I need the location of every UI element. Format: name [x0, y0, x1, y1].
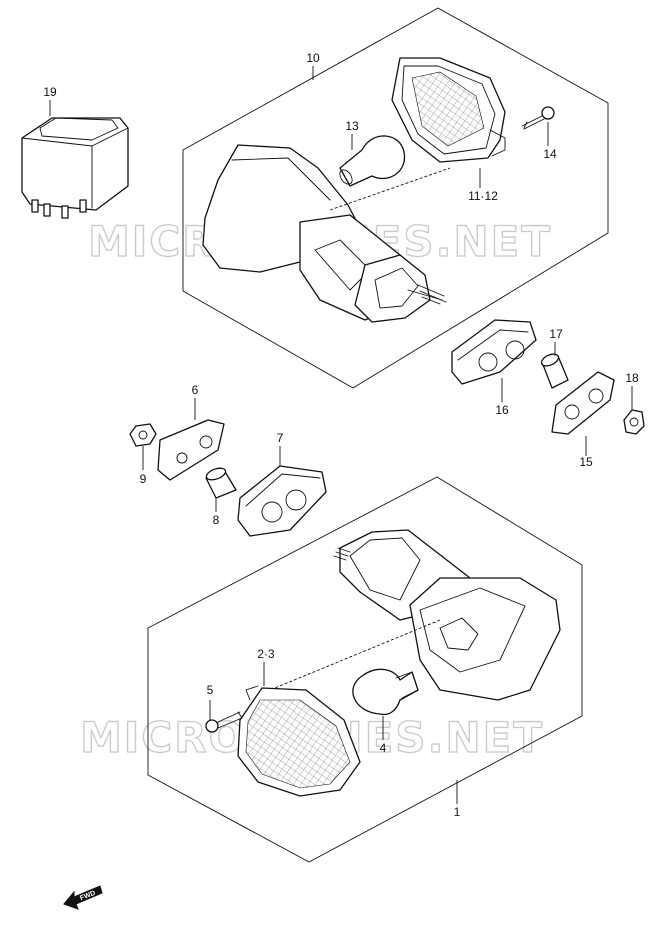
plate-15	[551, 371, 615, 435]
front-turn-signal-assembly	[147, 476, 583, 863]
signal-lens-rear	[391, 57, 506, 163]
callouts: 10 13 11·12 14 19 16 17 18 15 6 9 8 7 2·…	[43, 51, 639, 819]
callout-1: 1	[454, 805, 461, 819]
gasket-16	[451, 319, 537, 385]
callout-15: 15	[579, 455, 593, 469]
rear-turn-signal-assembly	[182, 7, 609, 389]
fwd-arrow-icon: FWD	[63, 885, 103, 910]
callout-13: 13	[345, 119, 359, 133]
callout-17: 17	[549, 327, 563, 341]
bulb-13	[339, 135, 406, 187]
callout-6: 6	[192, 383, 199, 397]
nut-18	[623, 409, 645, 435]
callout-18: 18	[625, 371, 639, 385]
callout-14: 14	[543, 147, 557, 161]
callout-2-3: 2·3	[257, 647, 275, 661]
collar-17	[540, 353, 569, 389]
leader-lines	[49, 66, 633, 804]
callout-5: 5	[207, 683, 214, 697]
bulb-4	[352, 668, 419, 716]
callout-19: 19	[43, 85, 57, 99]
callout-4: 4	[380, 741, 387, 755]
screw-5	[205, 711, 243, 733]
relay-19	[21, 117, 129, 219]
signal-housing-rear	[202, 144, 451, 323]
assembly-frame-lower	[147, 476, 583, 863]
callout-7: 7	[277, 431, 284, 445]
fwd-label: FWD	[79, 890, 96, 902]
callout-11-12: 11·12	[468, 189, 498, 203]
gasket-7	[237, 465, 327, 537]
callout-9: 9	[140, 472, 147, 486]
callout-8: 8	[213, 513, 220, 527]
screw-14	[521, 106, 555, 130]
plate-6	[157, 419, 225, 481]
assembly-frame-upper	[182, 7, 609, 389]
nut-9	[129, 423, 157, 447]
callout-10: 10	[306, 51, 320, 65]
signal-lens-front	[237, 685, 361, 797]
collar-8	[205, 467, 237, 499]
callout-16: 16	[495, 403, 509, 417]
